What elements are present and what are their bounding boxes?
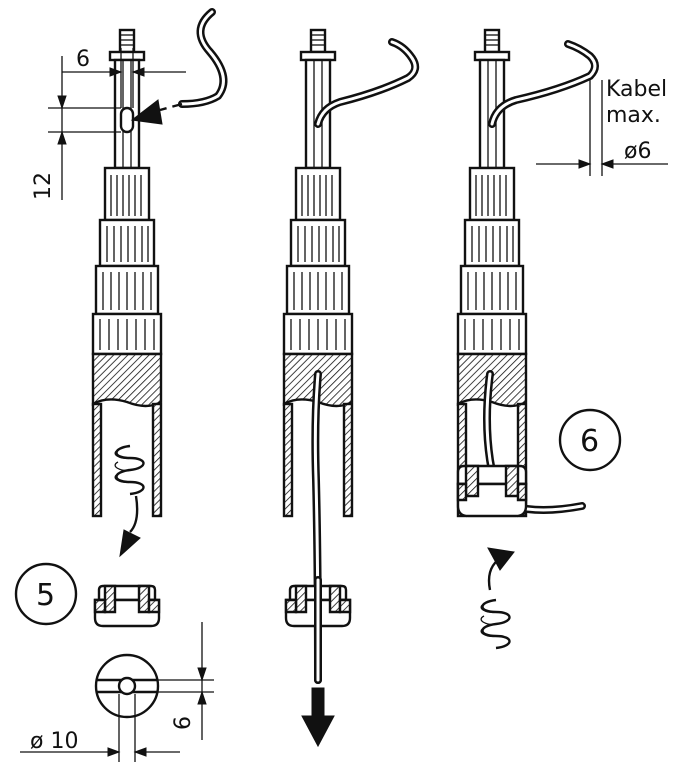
spring-step3 bbox=[479, 547, 515, 650]
spring-remove-arrow bbox=[119, 529, 141, 558]
callout-step-5: 5 bbox=[14, 562, 78, 626]
dim-cable-max-line1: Kabel bbox=[606, 77, 667, 102]
spring-insert-arrow bbox=[487, 547, 515, 571]
pull-down-arrow bbox=[301, 687, 335, 748]
end-cap-step5 bbox=[93, 584, 161, 628]
insert-arrow bbox=[130, 99, 163, 125]
dim-slot-length: 12 bbox=[31, 56, 121, 200]
dim-slot-width-label: 6 bbox=[76, 47, 90, 72]
dim-slot-length-label: 12 bbox=[31, 172, 56, 200]
callout-5-label: 5 bbox=[36, 578, 55, 613]
dim-cable-diameter-label: ø6 bbox=[624, 139, 651, 164]
end-cap-top-view bbox=[94, 653, 160, 719]
dim-slot-width: 6 bbox=[62, 47, 186, 108]
dim-cap-diameter-label: ø 10 bbox=[30, 729, 78, 754]
callout-6-label: 6 bbox=[580, 424, 599, 459]
end-cap-step2 bbox=[284, 576, 352, 684]
dim-cable-max-line2: max. bbox=[606, 103, 661, 128]
dim-cable-max: Kabel max. ø6 bbox=[536, 77, 668, 176]
cable-step1 bbox=[130, 8, 228, 125]
dim-cap-diameter: ø 10 bbox=[20, 694, 180, 762]
connector-step1 bbox=[91, 28, 163, 518]
dim-cap-height-label: 6 bbox=[171, 716, 196, 730]
end-cap-step3 bbox=[456, 464, 528, 518]
spring-step1 bbox=[113, 444, 145, 558]
dim-cap-height: 6 bbox=[158, 622, 214, 740]
callout-step-6: 6 bbox=[558, 408, 622, 472]
